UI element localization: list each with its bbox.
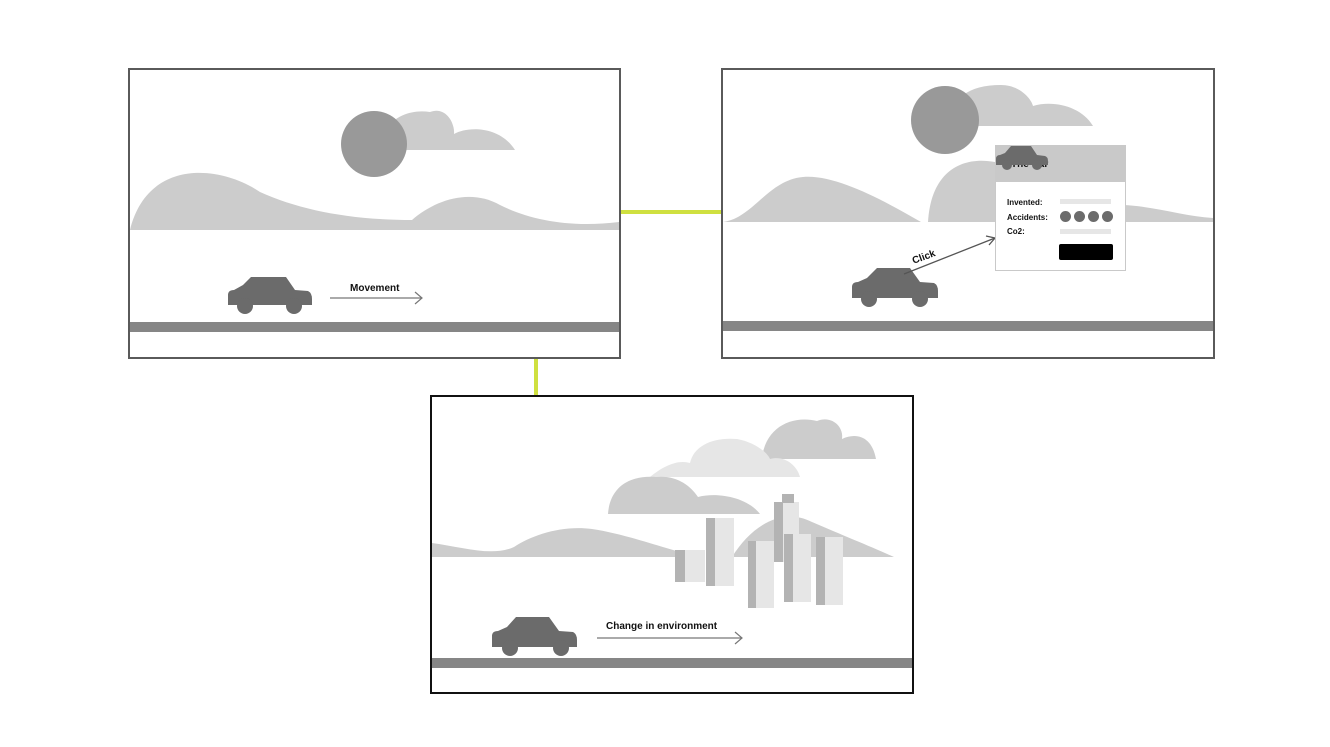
card-car-icon [996,146,1048,170]
road-stripe [723,321,1213,331]
environment-arrow [597,631,743,645]
card-label-invented: Invented: [1007,198,1043,207]
accident-dot [1074,211,1085,222]
card-label-co2: Co2: [1007,227,1025,236]
connector-line-vertical [534,359,538,395]
accident-dot [1060,211,1071,222]
cloud-shape [650,438,800,477]
card-label-accidents: Accidents: [1007,213,1048,222]
car-icon [852,268,938,307]
cloud-shape [949,85,1093,126]
card-action-button[interactable] [1059,244,1113,260]
accident-dot [1102,211,1113,222]
hills-shape [432,528,702,557]
frame-movement: Movement [128,68,621,359]
hills-shape [723,176,921,222]
cloud-shape [380,110,515,150]
accident-dot [1088,211,1099,222]
hills-shape [1123,205,1213,222]
sun-shape [911,86,979,154]
click-scene [723,85,1213,331]
hills-shape [928,160,995,222]
card-value-bar-invented [1060,199,1111,204]
info-card: The Car Invented: Accidents: Co2: [995,145,1126,271]
movement-arrow [330,291,423,305]
hills-shape [130,172,619,230]
car-icon [492,617,577,656]
arrow-label-environment: Change in environment [606,621,718,632]
movement-scene [130,110,619,332]
card-value-bar-co2 [1060,229,1111,234]
connector-line-horizontal [621,210,721,214]
cloud-shape [762,419,876,459]
car-icon [228,277,312,314]
road-stripe [432,658,912,668]
city-buildings [675,494,843,608]
road-stripe [130,322,619,332]
frame-environment: Change in environment [430,395,914,694]
environment-scene [432,419,912,668]
arrow-label-movement: Movement [350,283,400,294]
frame-click: Click The Car Invented: Accidents: Co2: [721,68,1215,359]
cloud-shape [608,476,760,514]
sun-shape [341,111,407,177]
